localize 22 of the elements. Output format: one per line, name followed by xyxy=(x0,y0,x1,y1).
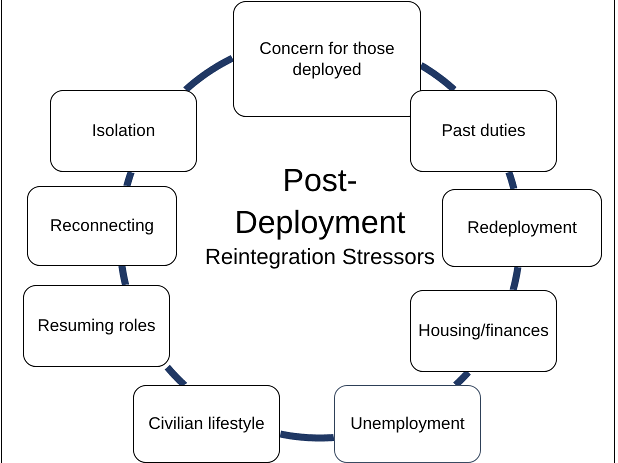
stressor-box xyxy=(50,90,197,172)
stressor-label: Unemployment xyxy=(350,413,465,435)
stressor-label: Isolation xyxy=(92,120,156,142)
stressor-label: Redeployment xyxy=(467,217,577,239)
center-subtitle: Reintegration Stressors xyxy=(204,243,436,271)
stressor-label: Resuming roles xyxy=(37,315,156,337)
stressor-box xyxy=(410,290,557,372)
stressor-label: Past duties xyxy=(441,120,526,142)
stressor-label: Concern for those deployed xyxy=(258,38,396,80)
stressor-box xyxy=(23,285,170,367)
stressor-box xyxy=(334,385,481,463)
ring-connector xyxy=(182,54,236,93)
stressor-label: Housing/finances xyxy=(418,320,549,342)
stressor-box xyxy=(442,189,602,267)
stressor-box xyxy=(233,1,421,117)
stressor-box xyxy=(27,186,177,266)
center-title: Post-Deployment xyxy=(234,161,406,242)
stressor-label: Civilian lifestyle xyxy=(148,413,265,435)
stressor-box xyxy=(133,385,280,463)
stressor-box xyxy=(410,90,557,172)
stressor-label: Reconnecting xyxy=(50,215,154,237)
ring-connector xyxy=(277,430,337,442)
